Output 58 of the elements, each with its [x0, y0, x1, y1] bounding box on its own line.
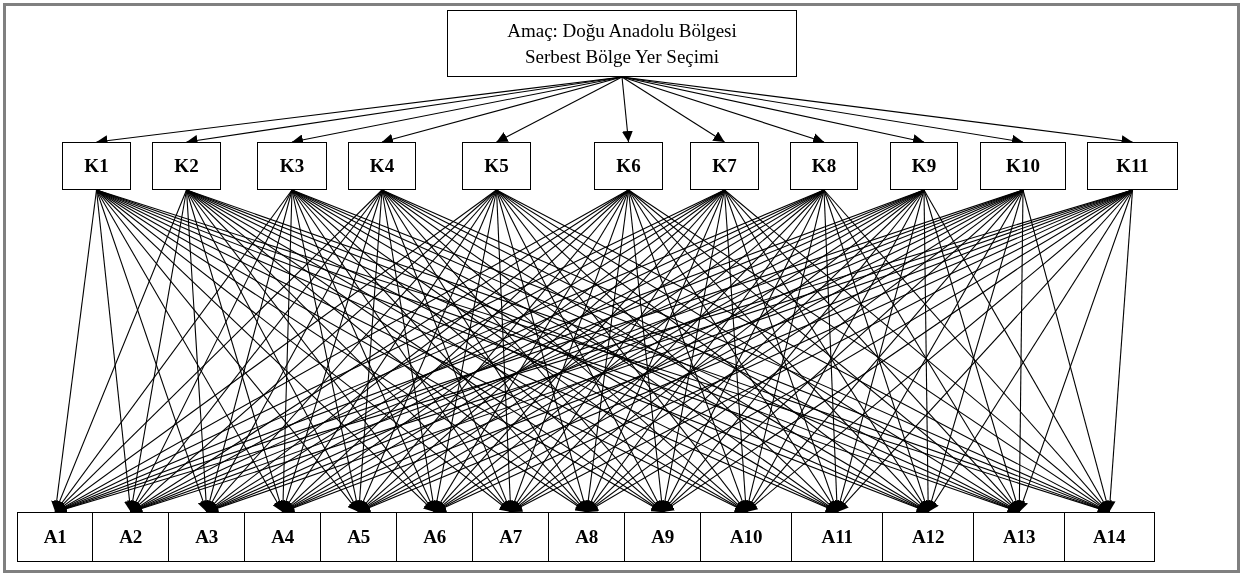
criterion-box — [462, 142, 531, 190]
arrow — [95, 189, 209, 513]
criterion-box — [690, 142, 759, 190]
criterion-box — [790, 142, 858, 190]
node-label: A3 — [195, 525, 219, 550]
node-label: K8 — [811, 154, 837, 179]
alternative-box — [624, 512, 702, 562]
node-label: K10 — [1006, 154, 1040, 179]
alternative-box — [882, 512, 975, 562]
alternative-box — [1064, 512, 1155, 562]
node-label: K2 — [174, 154, 199, 179]
alternative-box — [168, 512, 246, 562]
alternative-box — [92, 512, 170, 562]
node-label: A1 — [43, 525, 67, 550]
alternative-box — [791, 512, 884, 562]
arrow — [185, 189, 360, 513]
node-label: A8 — [575, 525, 599, 550]
criterion-box — [1087, 142, 1178, 190]
alternative-box — [244, 512, 322, 562]
node-label: K5 — [484, 154, 509, 179]
arrow — [495, 76, 623, 143]
criterion-box — [348, 142, 416, 190]
criterion-box — [980, 142, 1066, 190]
alternative-box — [396, 512, 474, 562]
alternative-box — [17, 512, 94, 562]
criterion-box — [62, 142, 131, 190]
goal-box — [447, 10, 797, 77]
alternative-box — [548, 512, 626, 562]
node-label: A13 — [1002, 525, 1036, 550]
alternative-box — [700, 512, 793, 562]
node-label: A4 — [271, 525, 295, 550]
node-label: K6 — [616, 154, 641, 179]
node-label: K7 — [712, 154, 737, 179]
criterion-box — [152, 142, 221, 190]
node-label: A10 — [729, 525, 763, 550]
node-label: Amaç: Doğu Anadolu Bölgesi Serbest Bölge Yer Seçimi — [506, 18, 738, 69]
alternative-box — [472, 512, 550, 562]
alternative-box — [973, 512, 1066, 562]
criterion-box — [257, 142, 327, 190]
node-label: K9 — [911, 154, 937, 179]
criterion-box — [594, 142, 663, 190]
node-label: A11 — [821, 525, 854, 550]
node-label: A9 — [651, 525, 675, 550]
node-label: A2 — [119, 525, 143, 550]
node-label: K3 — [279, 154, 305, 179]
node-label: K4 — [369, 154, 395, 179]
arrow — [1017, 189, 1134, 513]
node-label: K1 — [84, 154, 109, 179]
node-label: K11 — [1116, 154, 1149, 179]
arrow — [621, 76, 633, 143]
criterion-box — [890, 142, 958, 190]
node-label: A5 — [347, 525, 371, 550]
node-label: A7 — [499, 525, 523, 550]
node-label: A6 — [423, 525, 447, 550]
alternative-box — [320, 512, 398, 562]
node-label: A14 — [1092, 525, 1126, 550]
arrow — [621, 76, 726, 143]
node-label: A12 — [911, 525, 945, 550]
